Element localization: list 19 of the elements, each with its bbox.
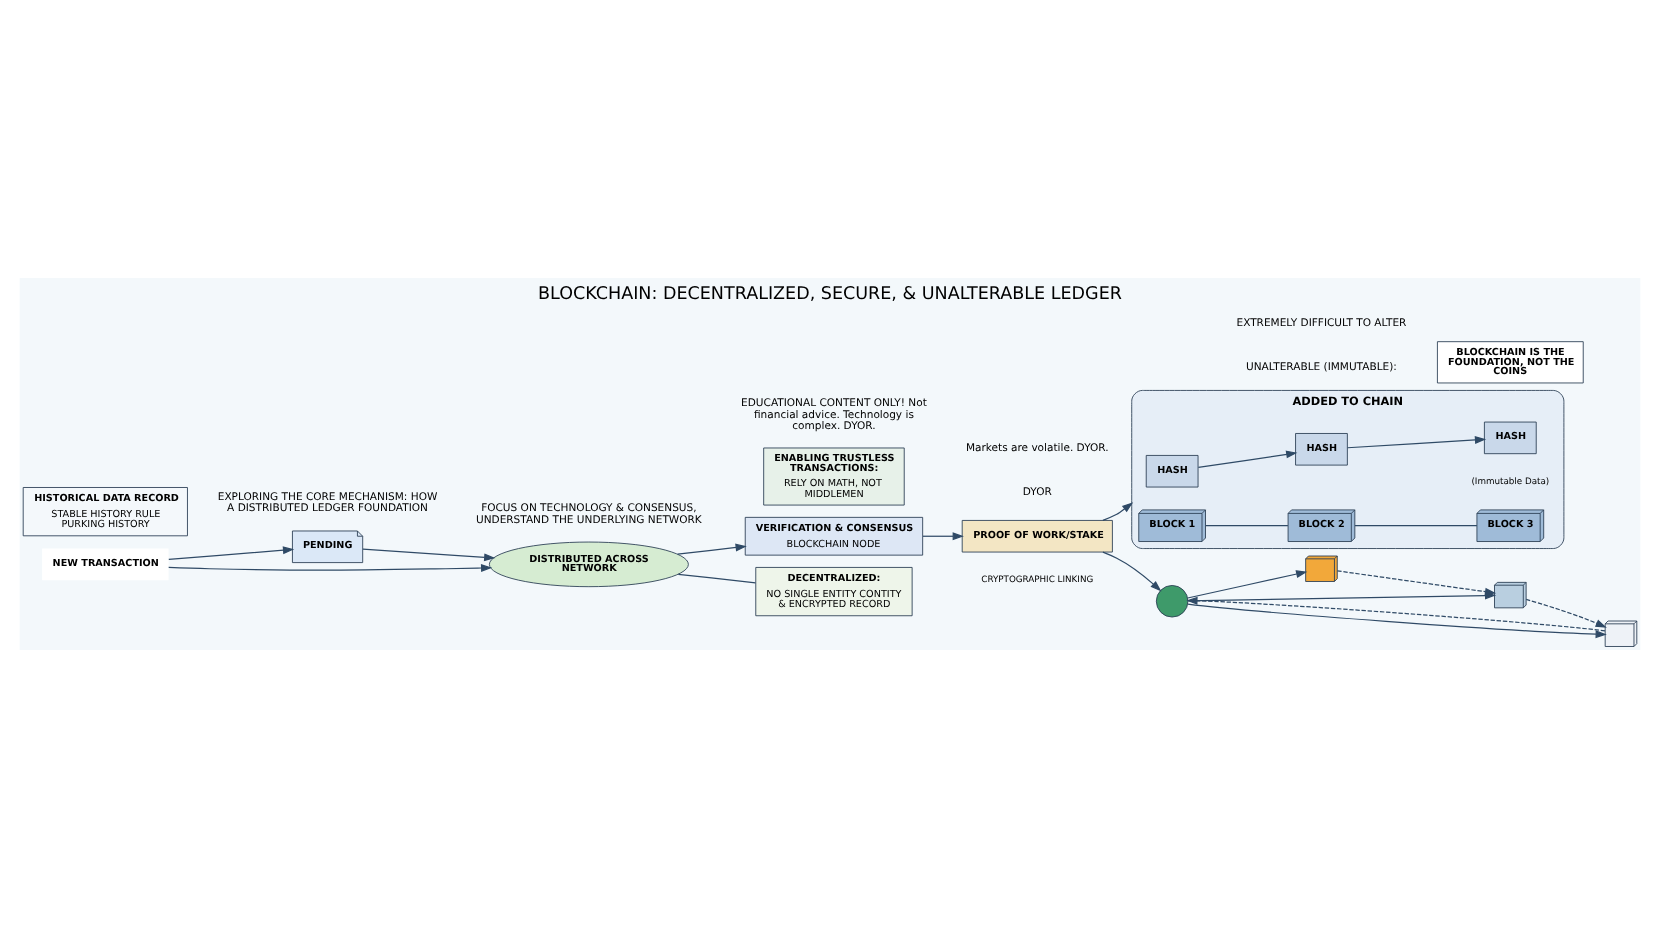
connector [1354, 525, 1478, 527]
arrow [1187, 570, 1308, 599]
node-circle [1155, 585, 1189, 618]
arrow [168, 564, 493, 572]
arrow [677, 543, 747, 555]
arrow [922, 532, 964, 541]
arrow [1197, 450, 1298, 469]
arrow [362, 548, 496, 562]
arrow [1346, 436, 1487, 449]
arrow [1187, 603, 1607, 639]
connector [677, 573, 757, 584]
arrow [1102, 551, 1162, 592]
arrow [1186, 596, 1606, 632]
diagram-title: BLOCKCHAIN: DECENTRALIZED, SECURE, & UNALTERABLE LEDGER [538, 285, 1122, 306]
connector [1205, 525, 1289, 527]
arrow [1102, 502, 1134, 522]
arrow [168, 546, 295, 560]
arrow [1336, 570, 1497, 596]
arrow [1525, 598, 1607, 628]
